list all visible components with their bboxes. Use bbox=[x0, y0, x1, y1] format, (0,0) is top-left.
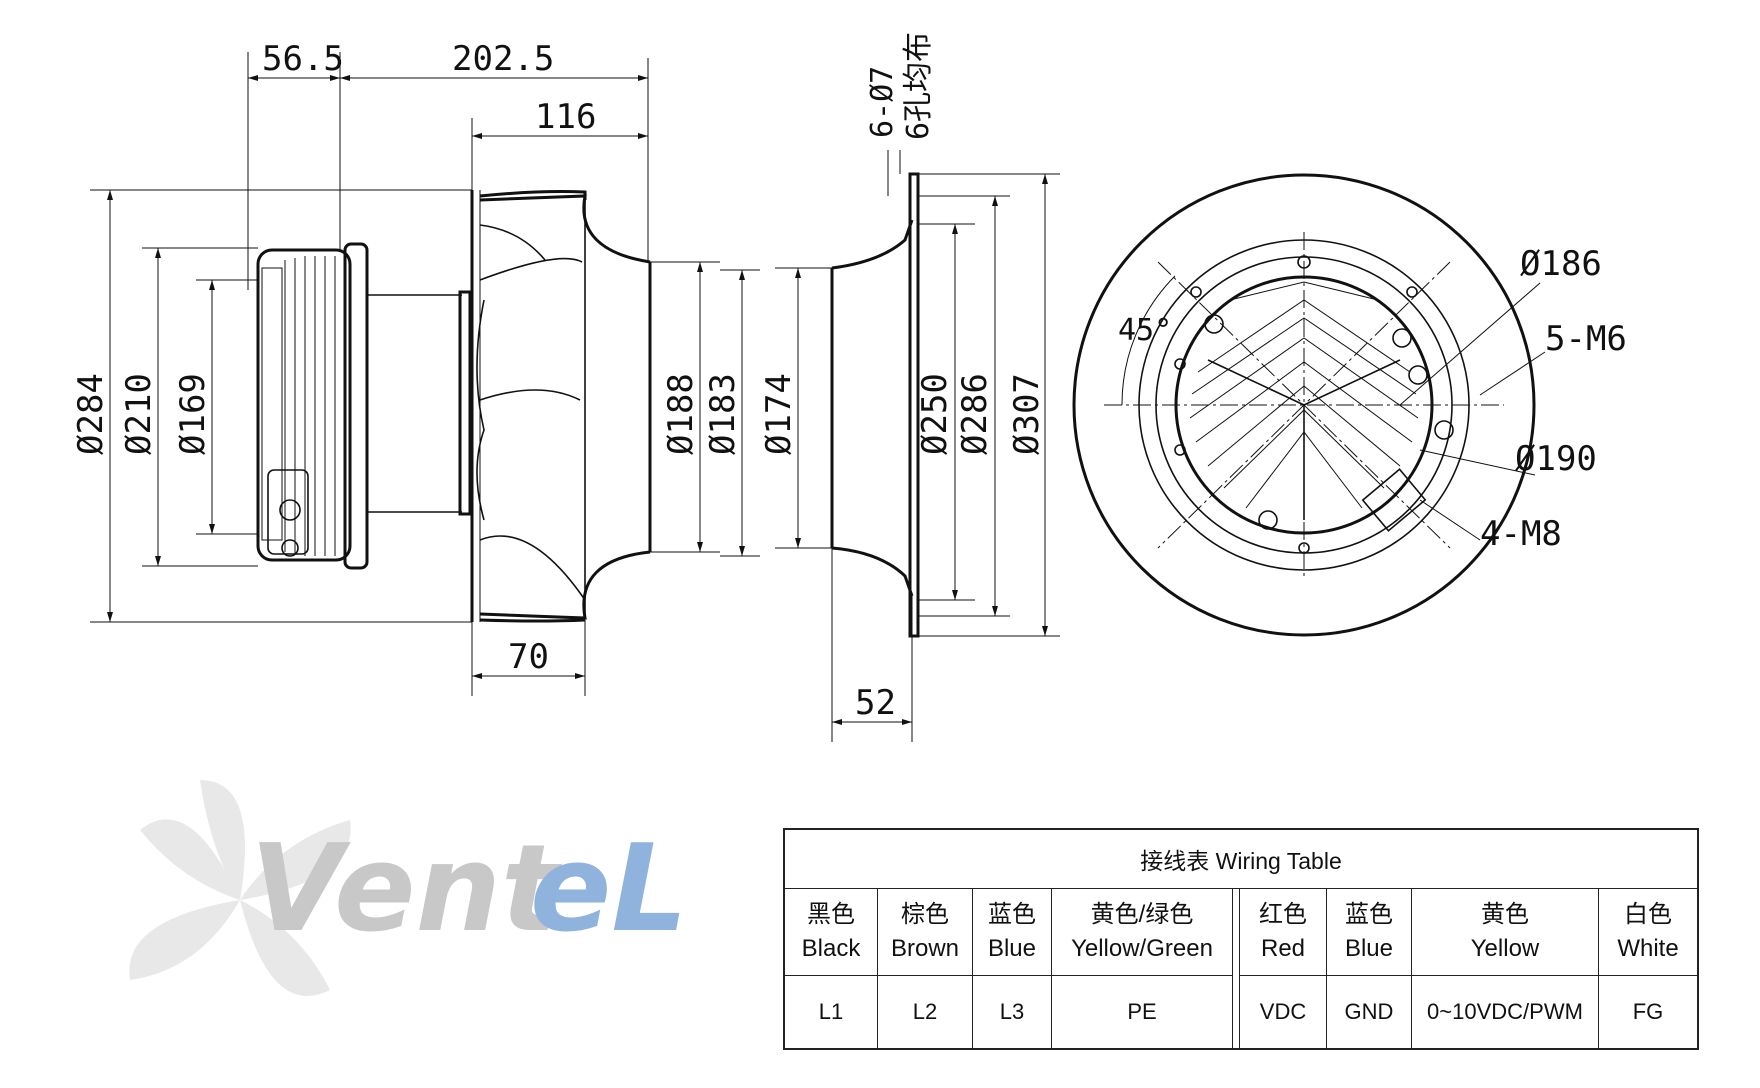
side-view-dimensions bbox=[90, 52, 1048, 742]
value-l1: L1 bbox=[783, 975, 878, 1050]
dim-70: 70 bbox=[508, 637, 549, 677]
dim-d186: Ø186 bbox=[1520, 244, 1602, 284]
dim-d190: Ø190 bbox=[1515, 439, 1597, 479]
dim-116: 116 bbox=[535, 97, 596, 137]
front-view bbox=[1072, 173, 1546, 637]
dim-d284: Ø284 bbox=[71, 373, 111, 455]
logo-text-vent: Vent bbox=[250, 820, 563, 959]
dim-d307: Ø307 bbox=[1007, 373, 1047, 455]
wiring-table-title: 接线表 Wiring Table bbox=[783, 828, 1699, 889]
dim-d210: Ø210 bbox=[119, 373, 159, 455]
front-view-dimension-labels: 45° Ø186 5-M6 Ø190 4-M8 bbox=[1118, 244, 1627, 554]
dim-d188: Ø188 bbox=[661, 373, 701, 455]
value-vdc: VDC bbox=[1239, 975, 1327, 1050]
dim-52: 52 bbox=[855, 683, 896, 723]
fan-blade-logo-icon: Vent eL bbox=[129, 780, 688, 996]
dim-6-holes: 6-Ø7 bbox=[865, 66, 900, 138]
dim-d174: Ø174 bbox=[759, 373, 799, 455]
dim-202-5: 202.5 bbox=[452, 39, 554, 79]
value-l3: L3 bbox=[972, 975, 1052, 1050]
side-view bbox=[256, 172, 1060, 638]
dim-5-m6: 5-M6 bbox=[1545, 319, 1627, 359]
value-pe: PE bbox=[1051, 975, 1233, 1050]
dim-56-5: 56.5 bbox=[262, 39, 344, 79]
value-pwm: 0~10VDC/PWM bbox=[1411, 975, 1599, 1050]
side-view-dimension-labels: 56.5 202.5 116 6-Ø7 6孔均布 Ø284 Ø210 Ø169 … bbox=[71, 32, 1047, 723]
value-gnd: GND bbox=[1326, 975, 1412, 1050]
dim-d169: Ø169 bbox=[173, 373, 213, 455]
ventel-logo: Vent eL bbox=[100, 770, 720, 1034]
dim-angle-45: 45° bbox=[1118, 313, 1172, 348]
dim-4-m8: 4-M8 bbox=[1480, 514, 1562, 554]
dim-6-holes-cn: 6孔均布 bbox=[901, 32, 936, 140]
value-l2: L2 bbox=[877, 975, 973, 1050]
dim-d286: Ø286 bbox=[955, 373, 995, 455]
wiring-value-row: L1 L2 L3 PE VDC GND 0~10VDC/PWM FG bbox=[783, 975, 1699, 1050]
value-fg: FG bbox=[1598, 975, 1699, 1050]
dim-d183: Ø183 bbox=[703, 373, 743, 455]
table-separator bbox=[1232, 888, 1240, 1050]
logo-text-el: eL bbox=[530, 820, 688, 959]
dim-d250: Ø250 bbox=[915, 373, 955, 455]
